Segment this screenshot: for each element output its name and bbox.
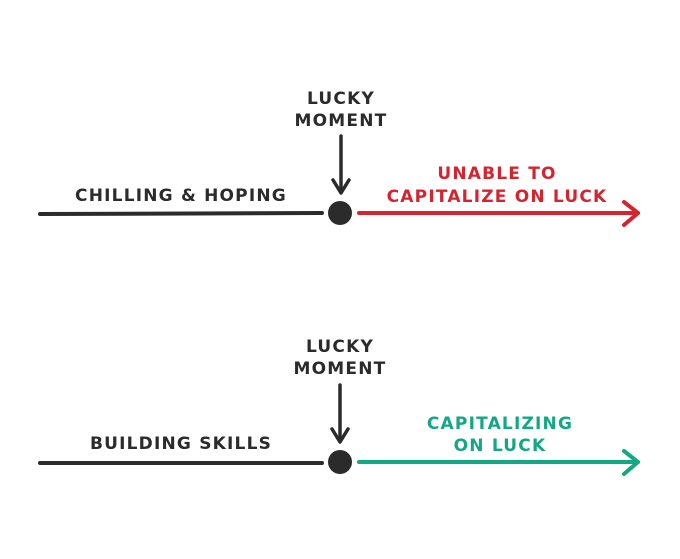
top-after-label-line1: UNABLE TO [437, 164, 556, 184]
top-before-label: CHILLING & HOPING [75, 186, 287, 206]
top-before-line [38, 211, 324, 216]
bottom-before-label: BUILDING SKILLS [90, 434, 272, 454]
bottom-down-arrow [330, 383, 350, 444]
top-down-arrow [331, 134, 351, 195]
bottom-after-label-line1: CAPITALIZING [427, 414, 573, 434]
top-after-arrow [357, 200, 640, 227]
bottom-event-label-line2: MOMENT [294, 359, 387, 379]
top-timeline: LUCKY MOMENT CHILLING & HOPING UNABLE TO… [38, 89, 640, 227]
bottom-after-label-line2: ON LUCK [454, 436, 547, 456]
top-after-label-line2: CAPITALIZE ON LUCK [387, 187, 608, 207]
top-event-label-line1: LUCKY [307, 89, 375, 109]
bottom-event-label-line1: LUCKY [306, 337, 374, 357]
bottom-timeline: LUCKY MOMENT BUILDING SKILLS CAPITALIZIN… [38, 337, 640, 476]
bottom-after-arrow [357, 449, 640, 476]
top-lucky-moment-dot [328, 201, 352, 225]
top-event-label-line2: MOMENT [295, 111, 388, 131]
bottom-lucky-moment-dot [328, 450, 352, 474]
